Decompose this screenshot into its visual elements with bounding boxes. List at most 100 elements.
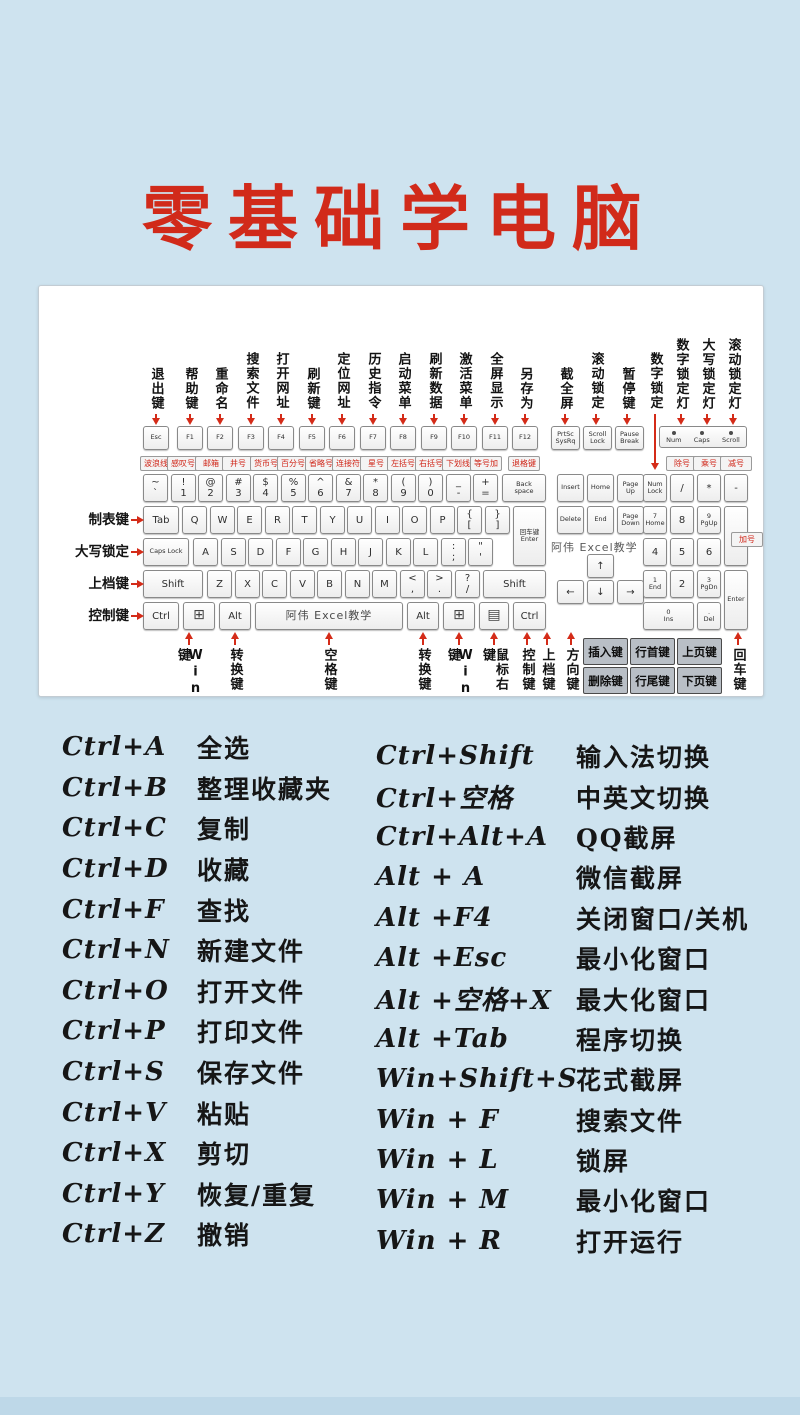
key-annotation-bottom: 鼠标右键 [480,648,508,694]
nav-legend-cell: 下页键 [677,667,722,694]
key-delete: Delete [557,506,584,534]
annotation-text: 方向键 [563,648,579,692]
key-a: A [193,538,218,566]
key-f3: F3 [238,426,264,450]
key-lalt: Alt [219,602,251,630]
indicator-led-icon [671,430,676,435]
symbol-tag: 等号加号 [470,456,502,471]
annotation-text: 大写锁定灯 [699,337,715,411]
arrow-up-icon [418,632,427,645]
key-o: O [402,506,427,534]
annotation-text: 截全屏 [557,366,573,411]
shortcut-keys: Win+Shift+S [376,1064,578,1095]
key-m: M [372,570,397,598]
key-np-2: 2 [670,570,694,598]
arrow-right-icon [131,547,144,556]
arrow-down-icon [398,414,407,425]
shortcut-keys: Ctrl+C [62,813,167,844]
key-annotation-bottom: Win键 [175,648,203,698]
arrow-down-icon [368,414,377,425]
shortcut-desc: 打开运行 [576,1227,685,1257]
key-annotation-top: 激活菜单 [454,314,474,410]
shortcut-keys: Ctrl+Z [62,1219,166,1250]
key-f5: F5 [299,426,325,450]
key-annotation-top: 数字锁定 [645,314,665,410]
key-lbracket: { [ [457,506,482,534]
key-5: % 5 [281,474,306,502]
key-annotation-top: 启动菜单 [393,314,413,410]
key-enter: 回车键 Enter [513,506,546,566]
annotation-text: 滚动锁定灯 [725,337,741,411]
key-pagedown: Page Down [617,506,644,534]
key-lwin: ⊞ [183,602,215,630]
arrow-up-icon [230,632,239,645]
indicator-label: Scroll [722,435,740,444]
annotation-text: 搜索文件 [243,352,259,410]
key-annotation-top: 帮助键 [180,314,200,411]
key-f1: F1 [177,426,203,450]
key-annotation-bottom: 转换键 [413,648,433,694]
arrow-down-icon [622,414,631,425]
shortcut-desc: 关闭窗口/关机 [576,904,750,934]
arrow-right-icon [131,611,144,620]
arrow-down-icon [185,414,194,425]
annotation-text: 另存为 [517,366,533,411]
arrow-up-icon [454,632,463,645]
shortcut-keys: Ctrl+X [62,1138,167,1169]
shortcut-desc: 查找 [197,896,252,926]
key-np-minus: - [724,474,748,502]
key-e: E [237,506,262,534]
nav-legend-cell: 删除键 [583,667,628,694]
key-annotation-bottom: 回车键 [728,648,748,694]
key-g: G [303,538,328,566]
annotation-text: 启动菜单 [395,352,411,410]
key-0: ) 0 [418,474,443,502]
key-annotation-top: 截全屏 [555,314,575,411]
bottom-band [0,1397,800,1415]
indicator-num: Num [666,430,681,444]
key-semicolon: : ; [441,538,466,566]
key-f8: F8 [390,426,416,450]
shortcut-keys: Ctrl+P [62,1016,166,1047]
annotation-text: 空格键 [321,648,337,692]
key-1: ! 1 [171,474,196,502]
nav-legend-cell: 插入键 [583,638,628,665]
key-rctrl: Ctrl [513,602,546,630]
annotation-text: 滚动锁定 [588,352,604,410]
shortcut-desc: 搜索文件 [576,1106,685,1136]
arrow-up-icon [733,632,742,645]
arrow-up-icon [542,632,551,645]
watermark-text: 阿伟 Excel教学 [551,541,638,554]
shortcut-keys: Ctrl+Y [62,1178,165,1209]
key-minus: _ - [446,474,471,502]
arrow-down-icon [650,414,659,470]
shortcut-desc: 最小化窗口 [576,1187,712,1217]
annotation-text: 上档键 [539,648,555,692]
key-f: F [276,538,301,566]
shortcut-desc: 最大化窗口 [576,985,712,1015]
indicator-caps: Caps [694,430,710,444]
annotation-text: 数字锁定灯 [673,337,689,411]
key-c: C [262,570,287,598]
shortcut-desc: 恢复/重复 [197,1180,317,1210]
nav-legend-cell: 行首键 [630,638,675,665]
key-rwin: ⊞ [443,602,475,630]
key-d: D [248,538,273,566]
annotation-text: 帮助键 [182,366,198,411]
key-w: W [210,506,235,534]
symbol-tag: 百分号 [277,456,309,471]
key-annotation-left: 控制键 [88,608,130,624]
key-annotation-bottom: 方向键 [561,648,581,694]
key-arrow-down: ↓ [587,580,614,604]
annotation-text: 转换键 [227,648,243,692]
annotation-text: 数字锁定 [647,352,663,410]
annotation-text: 暂停键 [619,366,635,411]
